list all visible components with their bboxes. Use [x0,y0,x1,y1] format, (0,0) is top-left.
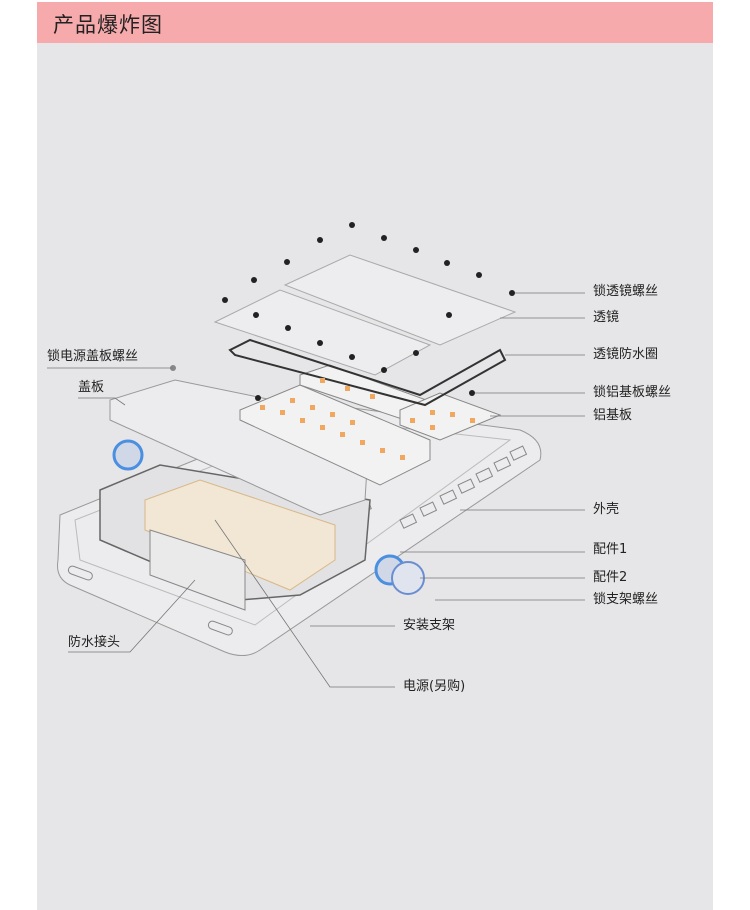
label-driver: 电源(另购) [403,679,466,694]
label-connector: 防水接头 [68,635,121,650]
label-part2: 配件2 [593,570,628,585]
section-header: 产品爆炸图 [37,2,713,43]
power-driver [144,479,336,591]
label-pcb: 铝基板 [593,408,633,423]
page-title: 产品爆炸图 [53,13,163,37]
label-lens-gasket: 透镜防水圈 [593,347,659,362]
lens-gasket [228,338,507,407]
lens-right [283,254,517,346]
label-part1: 配件1 [593,542,628,557]
led-chips [260,378,475,460]
label-pcb-screw: 锁铝基板螺丝 [593,385,672,400]
label-housing: 外壳 [593,502,620,517]
label-lens: 透镜 [593,310,620,325]
accessory-1-left [112,439,144,471]
label-cover-screw: 锁电源盖板螺丝 [47,349,139,364]
accessory-2 [391,561,425,595]
label-cover: 盖板 [78,380,105,395]
label-lens-screw: 锁透镜螺丝 [593,284,659,299]
leader-lines [47,292,585,688]
label-bracket: 安装支架 [403,618,456,633]
lens-left [213,289,432,376]
label-bracket-screw: 锁支架螺丝 [593,592,659,607]
mounting-bracket [149,529,246,611]
